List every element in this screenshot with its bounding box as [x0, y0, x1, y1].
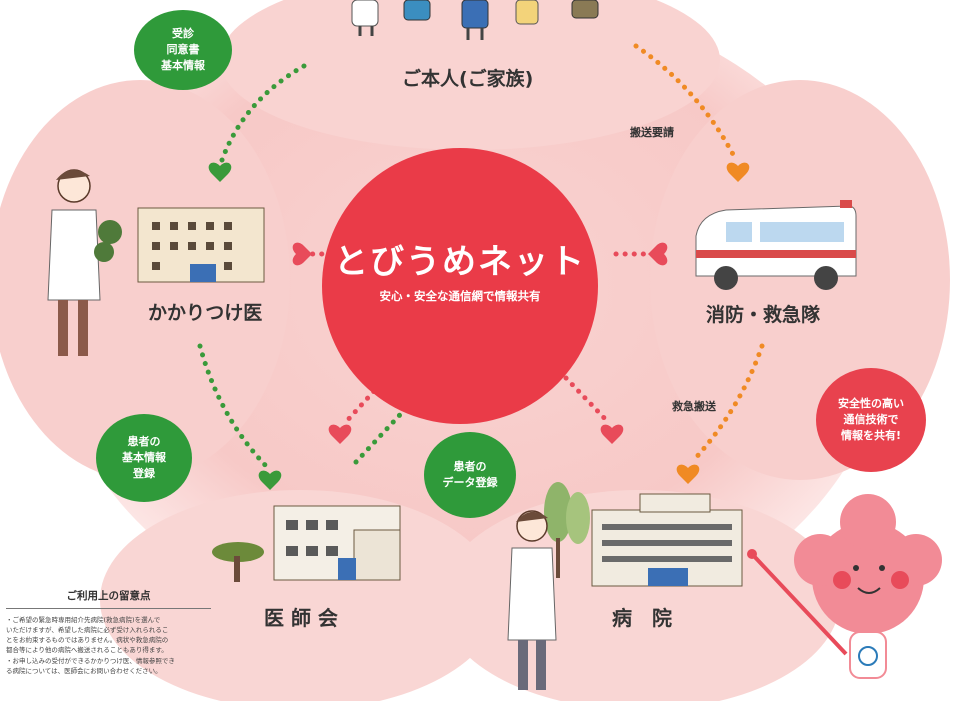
association-building [212, 505, 401, 582]
node-ems-label: 消防・救急隊 [706, 304, 821, 326]
arrow-center-to-hospital [563, 375, 613, 427]
flow-arrows [197, 43, 765, 473]
trees-illustration [544, 482, 590, 578]
arrow-patient-to-clinic [219, 63, 307, 163]
arrow-patient-to-ems [633, 43, 739, 163]
node-association-label: 医 師 会 [264, 606, 338, 630]
usage-notes-line: 都合等により他の病院へ搬送されることもあり得ます。 [6, 646, 168, 655]
bubble-register-data-line: 患者の [453, 460, 487, 474]
usage-notes-line: る病院については、医師会にお問い合わせください。 [6, 666, 162, 675]
bubble-register-basic: 患者の 基本情報 登録 [96, 414, 192, 502]
arrow-clinic-to-association [197, 343, 273, 473]
family-illustration [351, 0, 599, 40]
bubble-consent: 受診 同意書 基本情報 [134, 10, 232, 90]
center-network-circle: とびうめネット 安心・安全な通信網で情報共有 [322, 148, 598, 424]
usage-notes-line: とをお約束するものではありません。病状や救急病院の [6, 636, 169, 645]
bubble-consent-line: 同意書 [166, 43, 200, 57]
clinic-building [137, 207, 265, 283]
bubble-register-basic-line: 登録 [133, 466, 155, 480]
network-subtitle: 安心・安全な通信網で情報共有 [379, 289, 541, 303]
doctor-illustration-left [47, 169, 122, 356]
doctor-illustration-right [507, 510, 557, 690]
bubble-consent-line: 受診 [172, 27, 194, 41]
usage-notes-line: ・お申し込みの受付ができるかかりつけ医、情報参照でき [6, 656, 175, 665]
arrow-label-transport-request: 搬送要請 [630, 126, 674, 139]
bubble-mascot-line: 情報を共有! [840, 428, 902, 442]
usage-notes-line: いただけますが、希望した病院に必ず受け入れられるこ [6, 626, 169, 635]
hospital-building [591, 493, 743, 587]
bubble-consent-line: 基本情報 [161, 58, 205, 72]
bubble-register-basic-line: 患者の [127, 435, 161, 449]
usage-notes: ご利用上の留意点 ・ご希望の緊急時専用紹介先病院(救急病院)を選んで いただけま… [6, 588, 211, 676]
bubble-register-data-line: データ登録 [442, 476, 498, 489]
bubble-register-data: 患者の データ登録 [424, 432, 516, 518]
usage-notes-line: ・ご希望の緊急時専用紹介先病院(救急病院)を選んで [6, 616, 161, 625]
bubble-mascot-line: 安全性の高い [838, 397, 904, 411]
node-patient-label: ご本人(ご家族) [402, 68, 534, 90]
arrow-association-to-center [353, 401, 413, 465]
arrow-label-emergency-transport: 救急搬送 [672, 400, 716, 413]
node-doctor-label: かかりつけ医 [148, 302, 263, 324]
node-hospital-label: 病 院 [612, 606, 672, 630]
bubble-mascot-line: 通信技術で [843, 413, 899, 427]
mascot-ume [747, 494, 942, 679]
bubble-register-basic-line: 基本情報 [122, 451, 166, 465]
usage-notes-title: ご利用上の留意点 [6, 588, 211, 610]
bubble-mascot-speech: 安全性の高い 通信技術で 情報を共有! [816, 368, 926, 472]
ambulance-illustration [695, 200, 857, 290]
network-logo: とびうめネット [334, 242, 586, 282]
